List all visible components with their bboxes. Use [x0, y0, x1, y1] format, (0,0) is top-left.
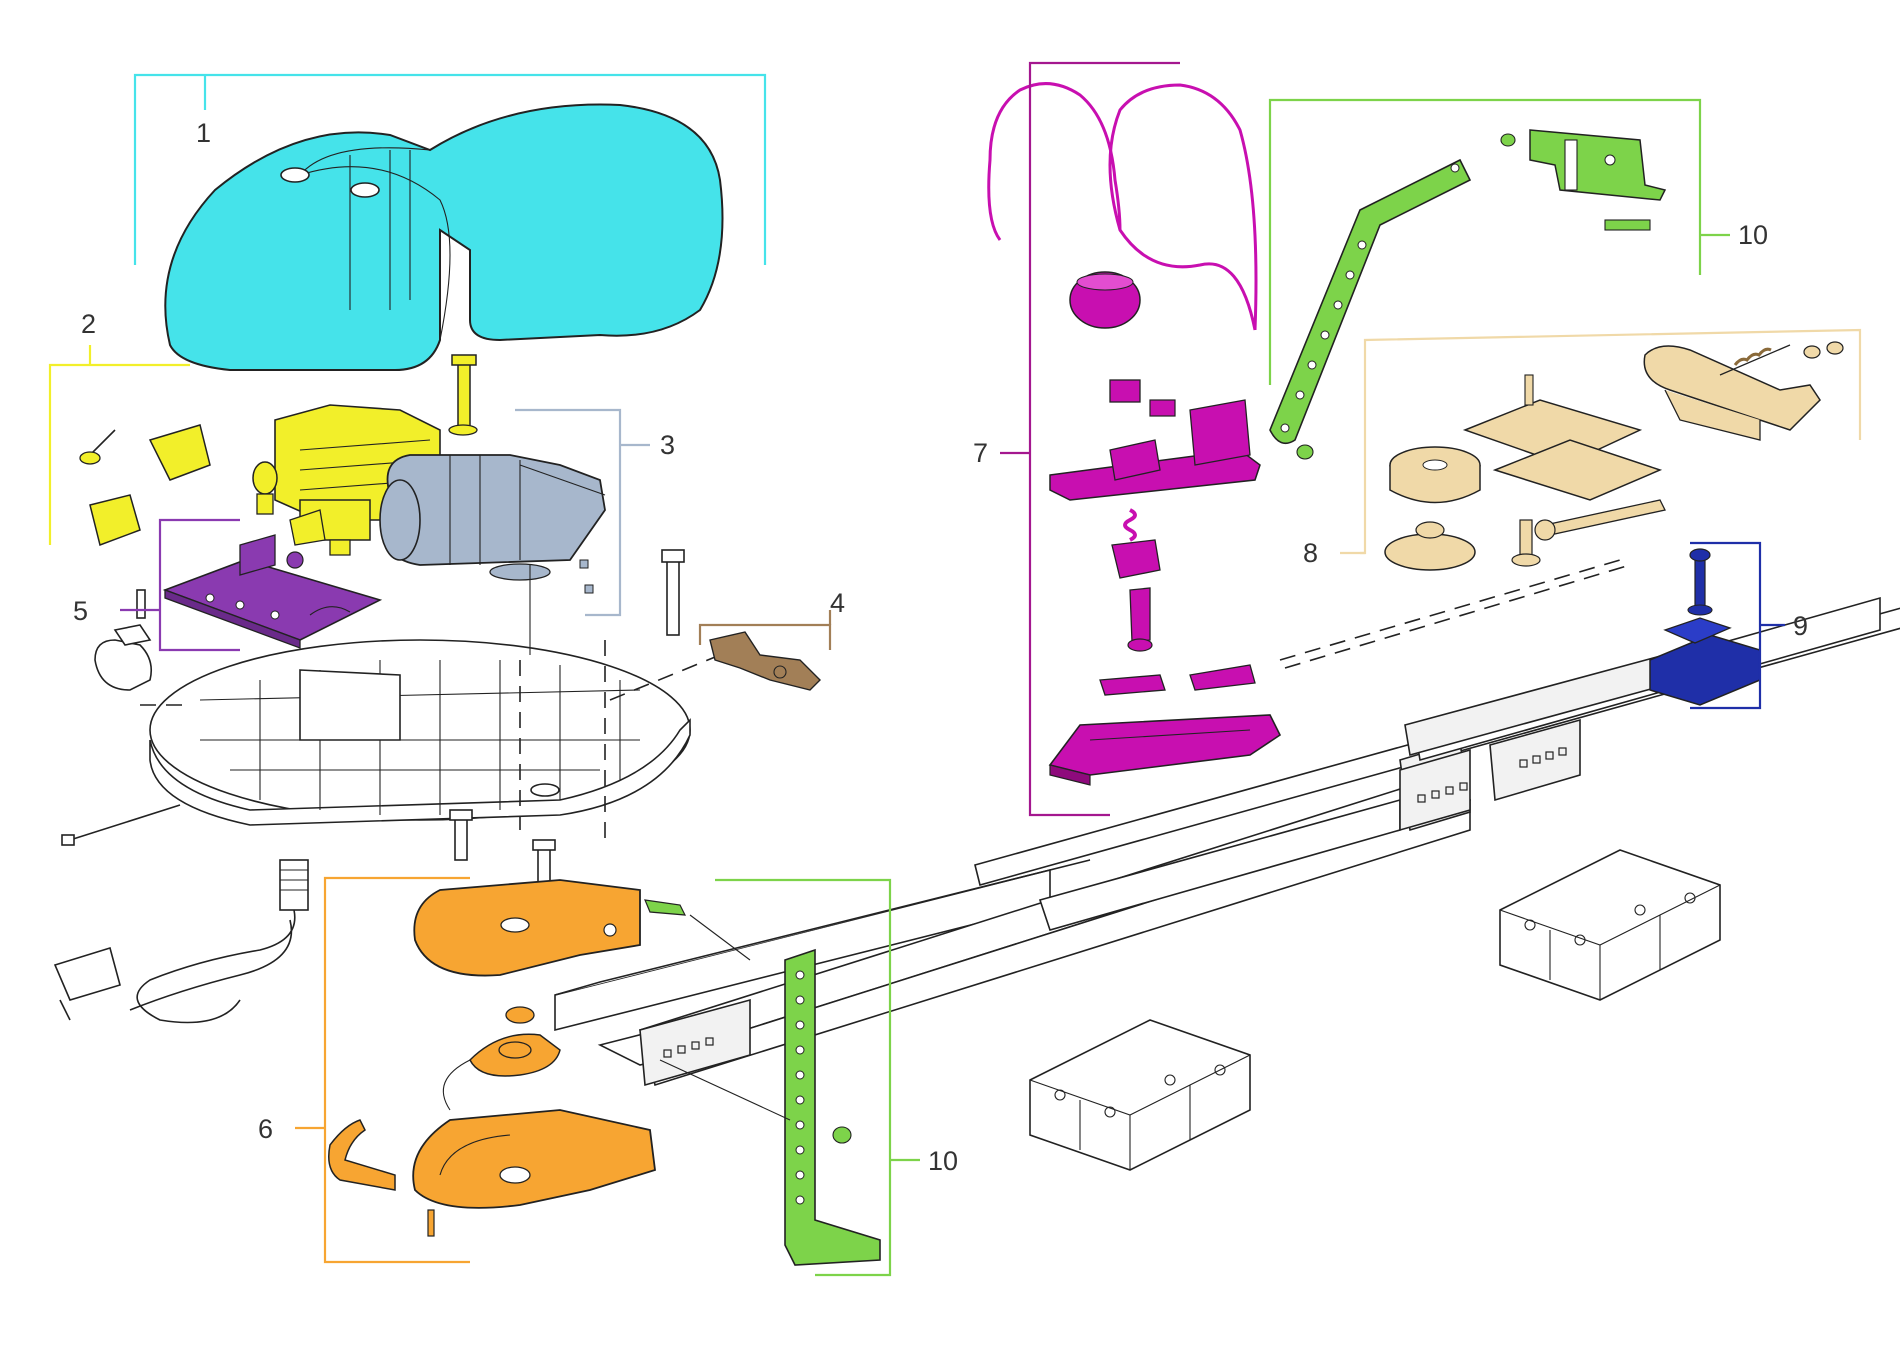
rail-bracket-upper: [1499, 849, 1721, 1001]
callout-bracket-2: [48, 345, 190, 545]
callout-bracket-4: [698, 610, 832, 650]
callout-number-5: 5: [73, 596, 88, 626]
gearbox: [328, 879, 656, 1237]
callout-number-3: 3: [660, 430, 675, 460]
power-cord: [53, 859, 309, 1024]
callout-number-8: 8: [1303, 538, 1318, 568]
cover-shell: [164, 103, 724, 371]
assembly-guide-lines: [140, 640, 721, 840]
callout-bracket-6: [295, 876, 470, 1264]
rail-end-pad: [1649, 548, 1761, 706]
callout-number-4: 4: [830, 588, 845, 618]
callout-bracket-3: [515, 408, 650, 617]
door-arm-lower: [644, 899, 881, 1266]
chain-tension-assembly: [1384, 341, 1844, 571]
callout-bracket-1: [133, 73, 767, 265]
trolley-assembly: [987, 82, 1282, 786]
callout-bracket-10-upper: [1268, 98, 1730, 385]
callout-number-10-lower: 10: [928, 1146, 958, 1176]
rail-bracket-lower: [1029, 1019, 1251, 1171]
callout-bracket-7: [1000, 61, 1180, 817]
rail-assembly: [554, 559, 1900, 1087]
callout-bracket-5: [120, 518, 240, 652]
callout-bracket-10-lower: [715, 878, 920, 1277]
limit-switch-bracket: [709, 631, 821, 691]
motor: [379, 454, 606, 655]
callout-bracket-8: [1340, 328, 1862, 555]
door-arm-upper: [1269, 129, 1667, 460]
callout-number-1: 1: [196, 118, 211, 148]
control-board: [162, 534, 383, 649]
callout-number-7: 7: [973, 438, 988, 468]
light-socket: [94, 624, 153, 691]
callout-bracket-9: [1690, 541, 1785, 710]
motor-base-plate: [149, 639, 691, 826]
callout-number-2: 2: [81, 309, 96, 339]
callout-number-10-upper: 10: [1738, 220, 1768, 250]
callout-number-6: 6: [258, 1114, 273, 1144]
callout-number-9: 9: [1793, 611, 1808, 641]
